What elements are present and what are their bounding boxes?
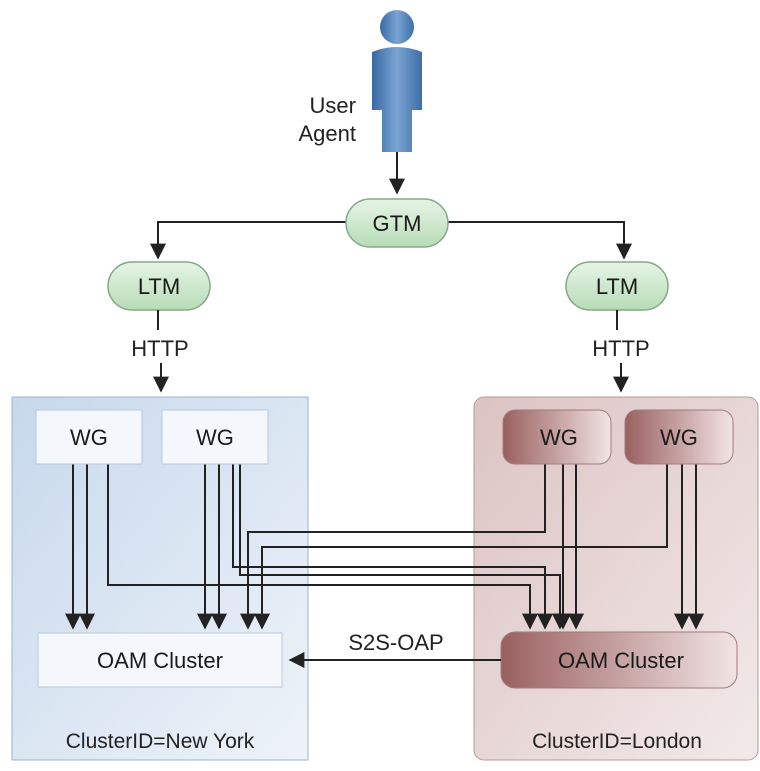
- london-webgate-2-label: WG: [660, 425, 698, 450]
- ltm-right-label: LTM: [596, 274, 638, 299]
- ltm-left-node: LTM: [107, 261, 211, 311]
- http-right-label: HTTP: [592, 336, 649, 361]
- london-cluster-id: ClusterID=London: [532, 730, 702, 753]
- edge-london-wg1-ny-oam-a: [240, 464, 546, 630]
- edge-gtm-ltm-right: [448, 221, 632, 260]
- ny-webgate-2: WG: [161, 409, 269, 465]
- edge-ny-wg2-london-oam-b: [239, 464, 568, 630]
- ny-webgate-1-label: WG: [70, 425, 108, 450]
- gtm-label: GTM: [373, 211, 422, 236]
- ny-cluster-id: ClusterID=New York: [66, 730, 255, 753]
- ny-oam-cluster: OAM Cluster: [37, 632, 283, 688]
- edge-ny-wg2-london-oam-a: [232, 464, 553, 630]
- ny-oam-cluster-label: OAM Cluster: [97, 648, 223, 673]
- user-agent-icon: [372, 10, 422, 152]
- s2s-oap-label: S2S-OAP: [348, 630, 443, 655]
- london-webgate-2: WG: [624, 409, 734, 465]
- london-oam-cluster: OAM Cluster: [500, 631, 738, 689]
- ltm-right-node: LTM: [565, 261, 669, 311]
- london-oam-cluster-label: OAM Cluster: [558, 648, 684, 673]
- edge-gtm-ltm-left: [150, 221, 346, 260]
- user-agent-label-line2: Agent: [299, 121, 357, 146]
- ny-webgate-1: WG: [35, 409, 143, 465]
- edge-london-wg1-ny-oam-b: [254, 464, 668, 630]
- user-agent-label-line1: User: [310, 93, 356, 118]
- ltm-left-label: LTM: [138, 274, 180, 299]
- gtm-node: GTM: [345, 198, 449, 248]
- london-webgate-1-label: WG: [540, 425, 578, 450]
- ny-webgate-2-label: WG: [196, 425, 234, 450]
- http-left-label: HTTP: [131, 336, 188, 361]
- edge-ny-wg1-london-oam: [107, 464, 538, 630]
- london-webgate-1: WG: [502, 409, 612, 465]
